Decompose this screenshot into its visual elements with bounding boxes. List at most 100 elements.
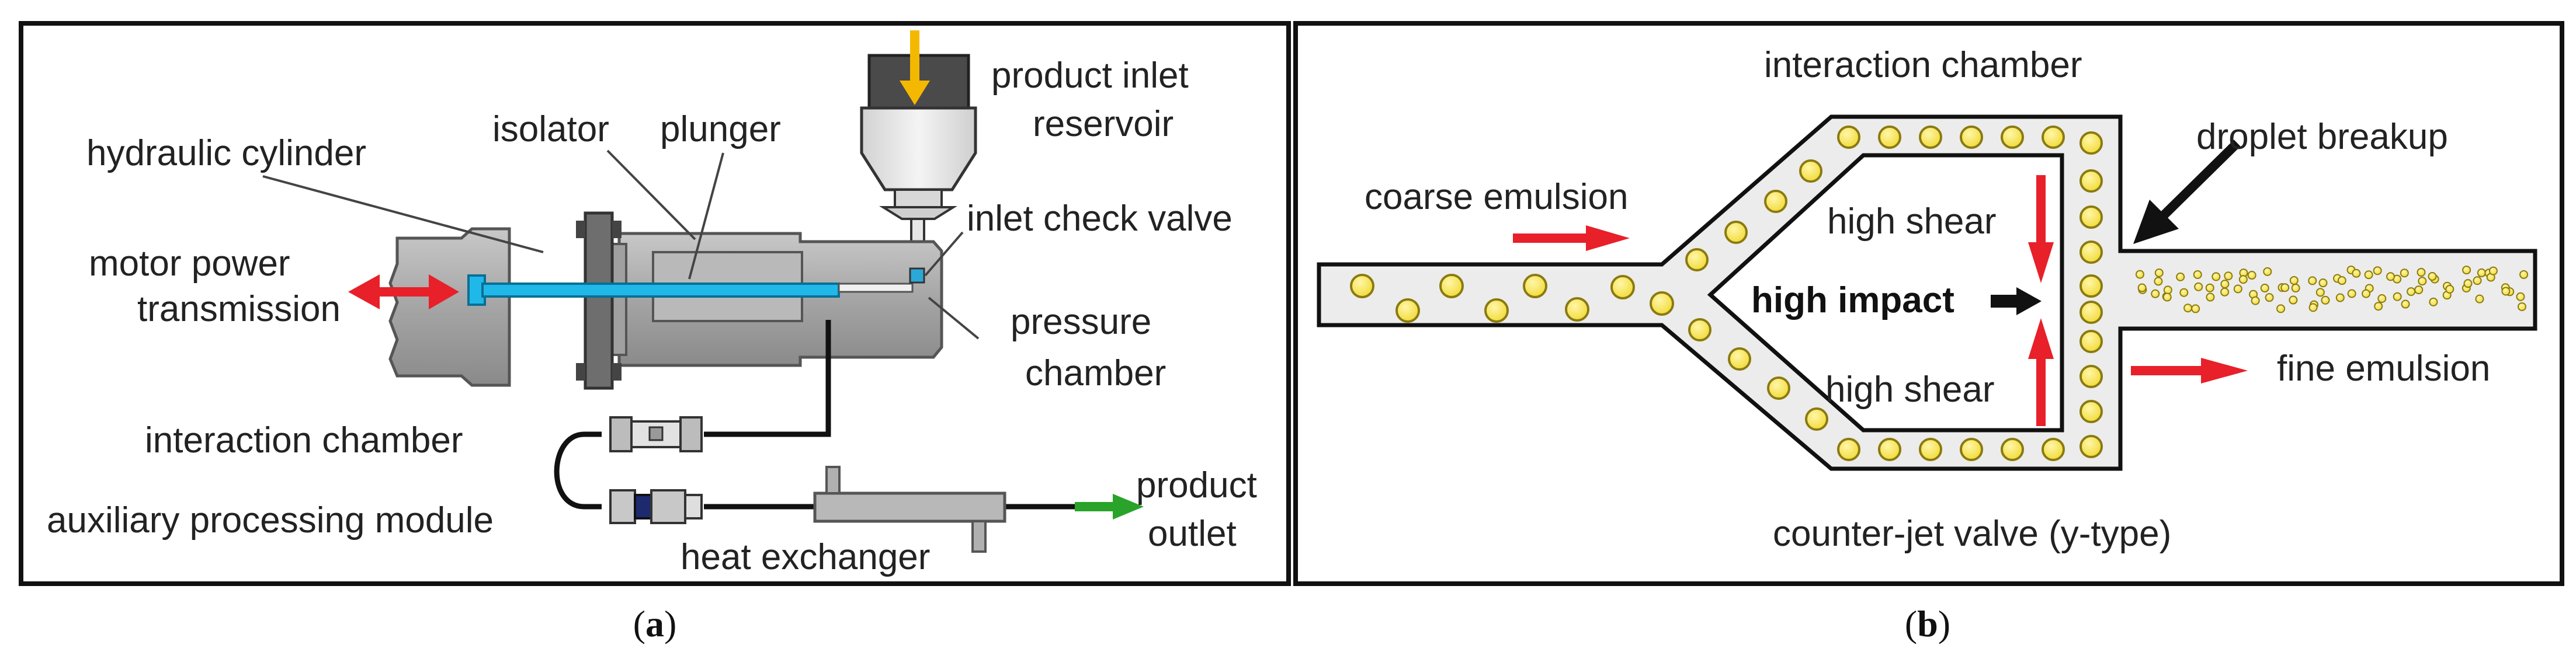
label-product-outlet-l1: product: [1136, 465, 1257, 505]
droplet: [2001, 438, 2024, 461]
droplet: [2429, 297, 2438, 306]
droplet: [2291, 284, 2300, 293]
label-product-outlet-l2: outlet: [1148, 514, 1237, 554]
droplet: [2308, 303, 2318, 312]
droplet: [2079, 330, 2103, 353]
droplet: [2289, 276, 2299, 285]
droplet: [2407, 287, 2416, 297]
droplet: [2079, 301, 2103, 324]
droplet: [1688, 318, 1711, 341]
droplet: [2265, 293, 2274, 302]
droplet: [2516, 292, 2525, 301]
droplet: [2176, 272, 2185, 281]
flange-plate: [576, 211, 622, 390]
label-isolator: isolator: [492, 109, 609, 149]
droplet: [2193, 270, 2202, 279]
black-arrow-right-icon: [1991, 287, 2042, 315]
red-arrow-down-icon: [2028, 175, 2054, 283]
droplets: [1350, 125, 2529, 461]
plunger: [467, 274, 914, 306]
droplet: [2162, 292, 2172, 302]
inner-core: [1707, 153, 2064, 433]
droplet: [2220, 280, 2230, 289]
droplet: [2079, 205, 2103, 229]
droplet: [1764, 190, 1787, 213]
label-product-inlet-l1: product inlet: [991, 55, 1189, 96]
droplet: [2352, 269, 2361, 278]
droplet: [2183, 304, 2193, 313]
label-fine-emulsion: fine emulsion: [2277, 348, 2490, 389]
droplet: [2347, 289, 2356, 298]
droplet: [2151, 289, 2160, 298]
droplet: [1919, 438, 1942, 461]
caption-b: (b): [1905, 603, 1950, 644]
label-droplet-breakup: droplet breakup: [2196, 117, 2448, 157]
droplet: [2374, 302, 2383, 311]
droplet: [2263, 267, 2272, 276]
droplet: [2289, 295, 2298, 305]
droplet: [2233, 284, 2242, 294]
droplet: [2191, 304, 2200, 313]
red-arrow-coarse-icon: [1513, 225, 1630, 251]
label-interaction-chamber: interaction chamber: [145, 420, 463, 461]
droplet: [2079, 400, 2103, 423]
label-counter-jet-valve: counter-jet valve (y-type): [1773, 514, 2171, 554]
droplet: [1439, 274, 1464, 298]
droplet: [2335, 293, 2345, 302]
droplet: [2154, 268, 2164, 277]
droplet: [2488, 266, 2498, 276]
droplet: [2463, 279, 2473, 288]
droplet: [1805, 407, 1828, 431]
droplet: [2079, 240, 2103, 264]
droplet: [2205, 283, 2214, 292]
droplet: [2393, 292, 2402, 301]
droplet: [2400, 269, 2409, 278]
droplet: [1878, 125, 1901, 149]
droplet: [2308, 276, 2317, 285]
pump-body: [388, 227, 943, 387]
auxiliary-processing-module-component: [609, 489, 703, 524]
label-high-impact: high impact: [1751, 280, 1954, 320]
droplet: [1728, 347, 1751, 371]
droplet: [2135, 270, 2144, 279]
droplet: [2462, 266, 2471, 275]
droplet: [2364, 270, 2373, 280]
droplet: [2247, 271, 2256, 280]
droplet: [2154, 277, 2163, 286]
droplet: [2042, 125, 2065, 149]
droplet: [2224, 271, 2233, 281]
droplet: [1395, 298, 1420, 323]
label-heat-exchanger: heat exchanger: [681, 537, 930, 577]
droplet: [1350, 274, 1374, 298]
down-arrow-icon: [900, 30, 930, 105]
black-arrow-diagonal-icon: [2133, 140, 2241, 244]
droplet: [2315, 288, 2325, 297]
droplet: [1878, 438, 1901, 461]
label-high-shear-top: high shear: [1827, 201, 1997, 242]
droplet: [1685, 248, 1709, 271]
label-inlet-check-valve: inlet check valve: [967, 198, 1233, 239]
label-auxiliary-processing-module: auxiliary processing module: [47, 500, 494, 541]
droplet: [1484, 298, 1509, 323]
process-tubing: [554, 320, 1075, 510]
droplet: [2079, 274, 2103, 298]
droplet: [2377, 294, 2387, 303]
droplet: [2428, 272, 2437, 281]
label-high-shear-bottom: high shear: [1825, 369, 1995, 410]
droplet: [1960, 438, 1983, 461]
droplet: [2318, 278, 2328, 288]
droplet: [1837, 125, 1860, 149]
droplet: [2079, 169, 2103, 193]
droplet: [1837, 438, 1860, 461]
droplet: [1650, 291, 1674, 316]
droplet: [1919, 125, 1942, 149]
droplet: [2260, 284, 2269, 293]
droplet: [2401, 299, 2410, 309]
droplet: [2179, 288, 2189, 297]
droplet: [2194, 282, 2203, 291]
label-coarse-emulsion: coarse emulsion: [1365, 177, 1628, 217]
droplet: [2212, 272, 2221, 281]
droplet: [2373, 266, 2382, 276]
panel-a: product inlet reservoir isolator plunger…: [19, 21, 1291, 586]
